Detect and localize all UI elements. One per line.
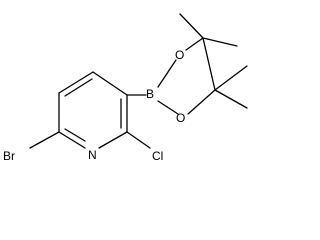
bond-methyl-4 <box>214 89 248 109</box>
atom-label-oxygen-upper: O <box>175 48 184 62</box>
bond-c6-n <box>58 131 86 149</box>
atom-label-boron: B <box>146 87 154 101</box>
methyl-groups <box>179 13 248 109</box>
bond-methyl-3 <box>214 65 248 91</box>
bond-c2-cl <box>126 131 151 149</box>
bond-methyl-1 <box>179 13 204 39</box>
bond-o-lower-c <box>187 89 216 115</box>
atom-label-oxygen-lower: O <box>176 111 185 125</box>
bond-b-o-upper <box>157 59 177 88</box>
bond-b-o-lower <box>157 100 179 115</box>
molecule-drawing: Br N Cl B O O <box>3 13 248 163</box>
bond-c6-br <box>29 131 60 149</box>
bond-c3-c4 <box>92 71 128 96</box>
bond-o-upper-c <box>185 37 204 51</box>
atom-label-chlorine: Cl <box>152 149 163 163</box>
bond-c-c-ring <box>202 37 216 91</box>
bond-c4-c5 <box>58 71 94 94</box>
pyridine-ring <box>58 71 128 149</box>
bond-methyl-2 <box>202 37 238 47</box>
dioxaborolane-ring <box>157 37 216 115</box>
atom-label-nitrogen: N <box>88 148 97 162</box>
bond-n-c2 <box>98 131 128 149</box>
structure-diagram: Br N Cl B O O <box>3 13 248 163</box>
bond-c4-c5-inner <box>64 78 93 97</box>
bond-c6-n-inner <box>64 128 86 142</box>
atom-label-bromine: Br <box>3 149 15 163</box>
